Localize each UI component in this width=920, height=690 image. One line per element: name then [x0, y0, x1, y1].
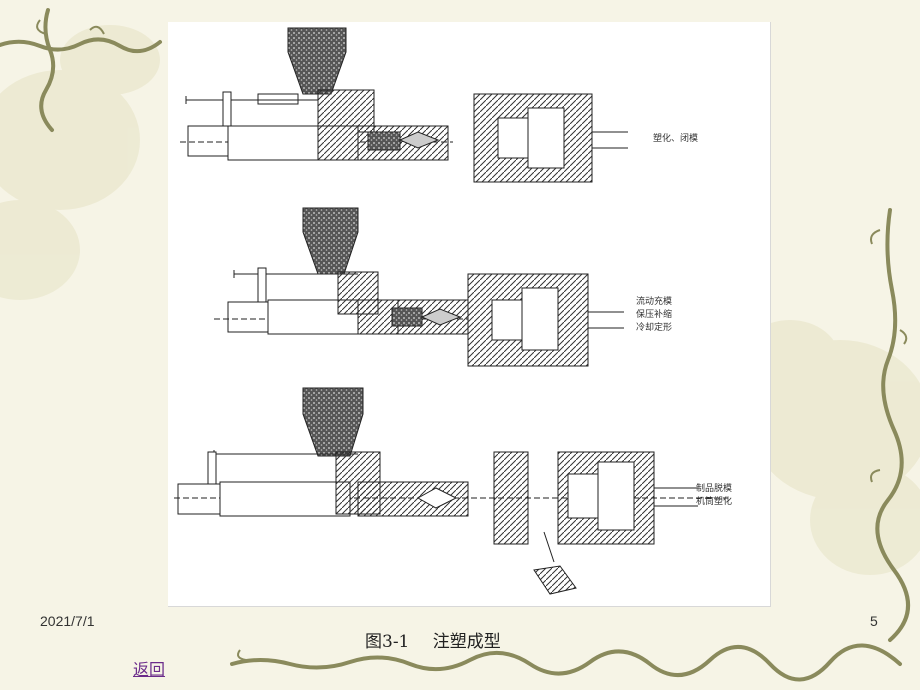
slide-date: 2021/7/1 — [40, 613, 95, 629]
page-number: 5 — [870, 613, 878, 629]
stage-3-diagram — [174, 387, 728, 595]
stage-1-diagram — [180, 27, 628, 183]
injection-molding-diagram — [174, 27, 728, 595]
stage-2-diagram — [214, 207, 624, 367]
injection-molding-figure: 塑化、闭模 流动充模 保压补缩 冷却定形 制品脱模 机筒塑化 — [168, 22, 771, 607]
stage-3-label: 制品脱模 机筒塑化 — [696, 484, 733, 507]
stage-1-label: 塑化、闭模 — [653, 134, 699, 144]
stage-2-label: 流动充模 保压补缩 冷却定形 — [636, 297, 673, 333]
figure-caption: 图3-1 注塑成型 — [365, 627, 501, 652]
back-link[interactable]: 返回 — [133, 660, 166, 679]
caption-number: 图3-1 — [365, 632, 410, 652]
caption-title: 注塑成型 — [432, 632, 501, 652]
